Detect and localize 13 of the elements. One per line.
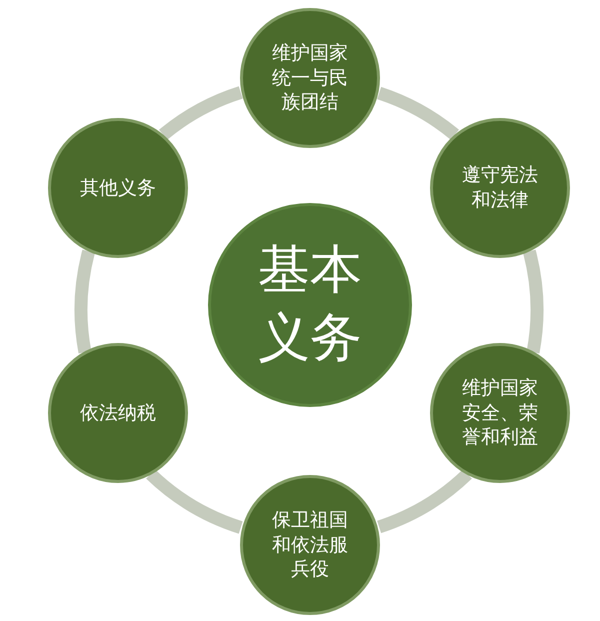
duty-label: 其他义务 [79, 176, 157, 200]
duty-label: 维护国家安全、荣誉和利益 [461, 376, 539, 450]
ring-connector [159, 86, 243, 140]
ring-connector [146, 469, 244, 534]
ring-connector [376, 469, 472, 534]
ring-connector [376, 86, 459, 140]
center-title: 基本义务 [257, 239, 363, 370]
duty-label: 维护国家统一与民族团结 [271, 40, 349, 116]
ring-connector [74, 250, 96, 354]
duty-label: 依法纳税 [79, 400, 157, 426]
duty-label: 遵守宪法和法律 [461, 163, 539, 213]
ring-connector [522, 250, 544, 354]
duty-label: 保卫祖国和依法服兵役 [271, 508, 349, 582]
